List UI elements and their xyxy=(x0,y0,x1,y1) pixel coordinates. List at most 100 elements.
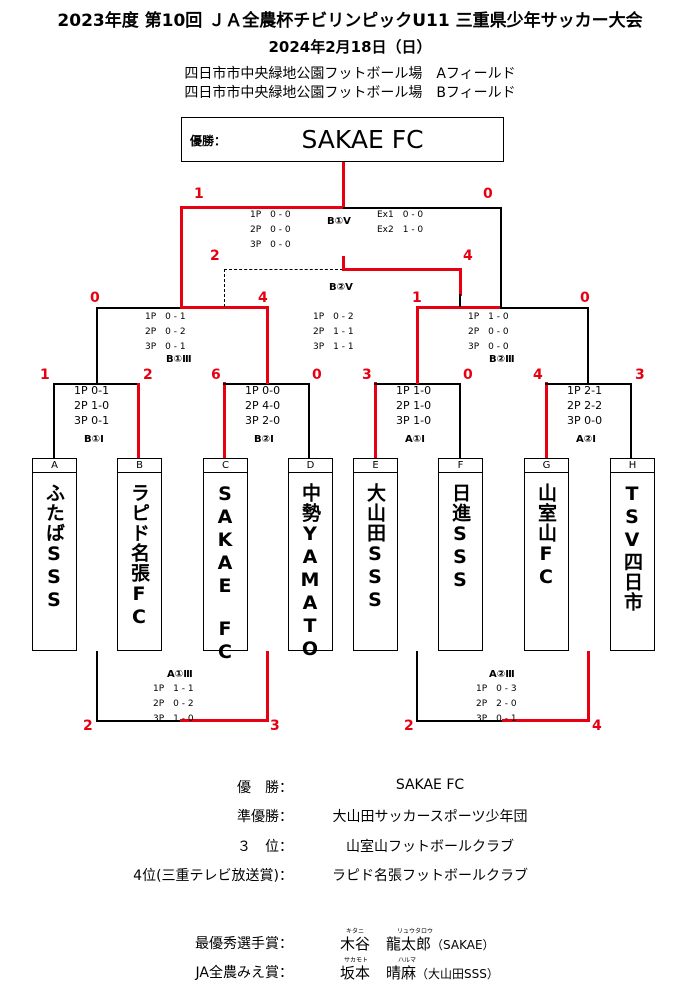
winner-line xyxy=(180,306,268,309)
result-label: 準優勝： xyxy=(237,809,293,825)
bracket-line xyxy=(53,383,139,385)
pk-line: 1P 1 - 1 xyxy=(153,684,194,694)
bracket-line xyxy=(416,651,418,722)
team-letter: F xyxy=(439,459,482,473)
match-name: A②Ⅲ xyxy=(489,669,515,680)
team-letter: C xyxy=(204,459,247,473)
pk-line: 1P 0-0 xyxy=(245,384,281,397)
pk-line: 3P 1-0 xyxy=(396,414,432,427)
team-box-h: H TSV四日市 xyxy=(610,458,655,651)
result-value: SAKAE FC xyxy=(395,777,465,793)
pk-line: 2P 0 - 0 xyxy=(250,225,291,235)
pk-line: 1P 0 - 2 xyxy=(313,312,354,322)
pk-line: 2P 1-0 xyxy=(396,399,432,412)
score: 1 xyxy=(412,290,422,306)
pk-line: 1P 1 - 0 xyxy=(468,312,509,322)
pk-line: 2P 0 - 2 xyxy=(153,699,194,709)
bracket-line xyxy=(343,207,502,209)
result-value: 大山田サッカースポーツ少年団 xyxy=(332,809,528,825)
score: 2 xyxy=(210,248,220,264)
tournament-date: 2024年2月18日（日） xyxy=(268,38,432,56)
bracket-line xyxy=(96,651,98,722)
team-box-a: A ふたばSSS xyxy=(32,458,77,651)
bracket-line xyxy=(545,383,632,385)
score: 0 xyxy=(90,290,100,306)
pk-score-list: 1P 1 - 0 2P 0 - 0 3P 0 - 0 xyxy=(468,310,509,355)
bracket-line xyxy=(459,383,461,458)
winner-line xyxy=(223,382,226,458)
match-name: A①Ⅰ xyxy=(405,434,425,445)
winner-line xyxy=(459,268,462,296)
winner-given: 晴麻 xyxy=(386,964,417,982)
winner-line xyxy=(342,162,345,209)
extra-time-line: Ex2 1 - 0 xyxy=(377,225,424,235)
pk-score-list: 1P 1 - 1 2P 0 - 2 3P 1 - 0 xyxy=(153,682,194,727)
match-name: B①Ⅰ xyxy=(84,434,104,445)
team-letter: D xyxy=(289,459,332,473)
result-label: 4位(三重テレビ放送賞)： xyxy=(133,868,293,884)
pk-line: 3P 0 - 0 xyxy=(250,240,291,250)
pk-line: 1P 0-1 xyxy=(74,384,110,397)
winner-line xyxy=(180,206,345,209)
score: 6 xyxy=(211,367,221,383)
score: 4 xyxy=(533,367,543,383)
bracket-line xyxy=(500,307,588,309)
match-name: B②Ⅰ xyxy=(254,434,274,445)
winner-line xyxy=(502,719,590,722)
winner-team: （大山田SSS） xyxy=(416,967,499,981)
score: 1 xyxy=(40,367,50,383)
bracket-line xyxy=(587,307,589,383)
score: 4 xyxy=(463,248,473,264)
tournament-title: 2023年度 第10回 ＪＡ全農杯チビリンピックU11 三重県少年サッカー大会 xyxy=(57,11,643,31)
pk-score-list: 1P 0 - 3 2P 2 - 0 3P 0 - 1 xyxy=(476,682,517,727)
champion-box: 優勝： SAKAE FC xyxy=(181,117,504,162)
extra-time-line: Ex1 0 - 0 xyxy=(377,210,424,220)
pk-line: 3P 0-1 xyxy=(74,414,110,427)
team-name: 中勢YAMATO xyxy=(299,483,321,661)
team-box-b: B ラピド名張FC xyxy=(117,458,162,651)
team-name: 大山田SSS xyxy=(364,483,386,612)
winner-line xyxy=(342,268,460,271)
pk-line: 3P 1 - 1 xyxy=(313,342,354,352)
award-winner: 木谷龍太郎（SAKAE） xyxy=(340,933,495,954)
result-label: ３ 位： xyxy=(237,839,293,855)
bracket-line xyxy=(459,294,461,307)
team-letter: G xyxy=(525,459,568,473)
score: 0 xyxy=(463,367,473,383)
team-box-f: F 日進SSS xyxy=(438,458,483,651)
pk-line: 1P 0 - 1 xyxy=(145,312,186,322)
champion-team: SAKAE FC xyxy=(301,125,424,154)
extra-time-list: Ex1 0 - 0 Ex2 1 - 0 xyxy=(377,208,423,238)
award-label: JA全農みえ賞： xyxy=(195,965,293,981)
bracket-line xyxy=(53,383,55,458)
pk-line: 1P 0 - 3 xyxy=(476,684,517,694)
score: 4 xyxy=(592,718,602,734)
pk-line: 2P 4-0 xyxy=(245,399,281,412)
team-box-d: D 中勢YAMATO xyxy=(288,458,333,661)
pk-line: 3P 0 - 0 xyxy=(468,342,509,352)
score: 3 xyxy=(635,367,645,383)
match-name: B①Ⅴ xyxy=(327,216,351,227)
pk-line: 3P 0 - 1 xyxy=(145,342,186,352)
match-name: A①Ⅲ xyxy=(167,669,193,680)
match-name: B②Ⅴ xyxy=(329,282,353,293)
team-letter: B xyxy=(118,459,161,473)
team-name: 山室山FC xyxy=(535,483,557,589)
score: 0 xyxy=(312,367,322,383)
team-name: ふたばSSS xyxy=(43,483,65,612)
team-letter: A xyxy=(33,459,76,473)
pk-line: 1P 0 - 0 xyxy=(250,210,291,220)
match-name: A②Ⅰ xyxy=(576,434,596,445)
pk-score-list: 1P 0-1 2P 1-0 3P 0-1 xyxy=(74,383,109,428)
bracket-line xyxy=(96,307,182,309)
bracket-line xyxy=(630,383,632,458)
winner-line xyxy=(180,719,269,722)
winner-given: 龍太郎 xyxy=(386,935,432,953)
pk-score-list: 1P 2-1 2P 2-2 3P 0-0 xyxy=(567,383,602,428)
team-letter: E xyxy=(354,459,397,473)
match-name: B②Ⅲ xyxy=(489,354,515,365)
pk-score-list: 1P 0-0 2P 4-0 3P 2-0 xyxy=(245,383,280,428)
name-ruby: ハルマ xyxy=(398,957,417,964)
winner-line xyxy=(137,383,140,458)
pk-line: 2P 1 - 1 xyxy=(313,327,354,337)
